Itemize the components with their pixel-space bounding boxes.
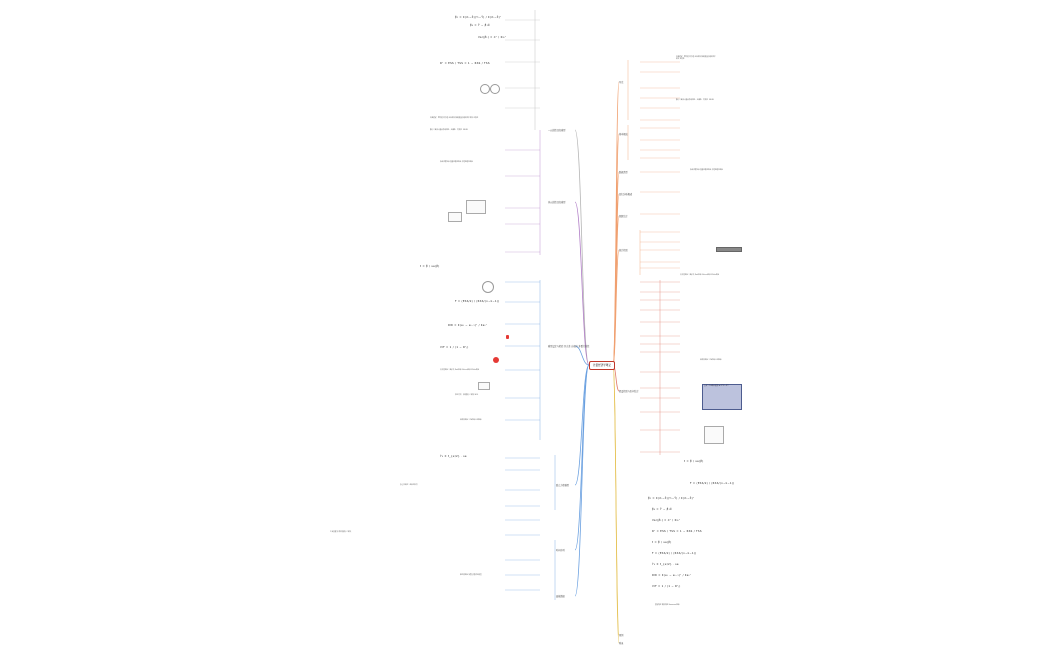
branch-intro[interactable]: 导论	[619, 80, 623, 84]
branch-label-text: 导论	[619, 81, 624, 84]
branch-label-text: 模型设定与检验 异方差 自相关 多重共线性	[548, 345, 590, 348]
formula-line: F = (ESS/k) / (RSS/(n−k−1))	[652, 552, 697, 555]
red-mark	[506, 335, 509, 339]
branch-simple-regression[interactable]: 一元线性回归模型	[548, 128, 566, 132]
formula-line: β̂₀ = Ȳ − β̂₁X̄	[652, 508, 672, 511]
branch-label-text: 时间序列	[556, 549, 565, 552]
formula-line: Ŷ₀ ± t_{α/2} · se	[440, 455, 467, 458]
highlight-text: 重点：OLS估计量 β̂ = (X'X)⁻¹X'Y	[704, 386, 729, 387]
note-block: 固定效应 随机效应 Hausman检验	[655, 605, 680, 606]
branch-concepts[interactable]: 基本概念	[619, 132, 628, 136]
branch-time-series[interactable]: 时间序列	[556, 548, 565, 552]
main-branch-edge	[574, 364, 590, 551]
main-branch-edge	[574, 345, 590, 366]
branch-label-text: 预测	[619, 634, 624, 637]
note-block: 自相关检验：DW检验 LM检验	[700, 360, 722, 361]
branch-estimation[interactable]: 参数估计	[619, 214, 628, 218]
note-block: 最小二乘估计量具有线性性、无偏性、有效性（BLUE）	[430, 130, 470, 131]
formula-line: F = (ESS/k) / (RSS/(n−k−1))	[690, 482, 735, 485]
note-block: 拟合优度检验 变量显著性检验 方程显著性检验	[440, 162, 473, 163]
branch-label-text: 统计检验	[619, 249, 628, 252]
branch-label-text: 参数估计	[619, 215, 628, 218]
branch-label-text: 假设检验与区间估计	[619, 390, 639, 393]
note-block: 最小二乘估计量具有线性性、无偏性、有效性（BLUE）	[676, 100, 716, 101]
note-block: 异方差检验：图示法 Park检验 Gleiser检验 White检验	[680, 275, 720, 276]
circle-sketch	[482, 281, 494, 293]
formula-line: Ŷ₀ ± t_{α/2} · se	[652, 563, 679, 566]
formula-line: VIF = 1 / (1 − R²ⱼ)	[440, 346, 469, 349]
note-block: 拟合优度检验 变量显著性检验 方程显著性检验	[690, 170, 723, 171]
circle-sketch	[480, 84, 490, 94]
formula-line: β̂₁ = Σ(Xᵢ−X̄)(Yᵢ−Ȳ) / Σ(Xᵢ−X̄)²	[455, 16, 502, 19]
diagram-sketch	[704, 426, 724, 444]
formula-line: Var(β̂₁) = σ² / Σxᵢ²	[652, 519, 681, 522]
formula-line: DW = Σ(eₜ − eₜ₋₁)² / Σeₜ²	[448, 324, 488, 327]
branch-label-text: 联立方程模型	[556, 484, 570, 487]
branch-label-text: 数据类型	[619, 171, 628, 174]
branch-regression-overview[interactable]: 回归分析概述	[619, 192, 632, 196]
diagram-sketch	[448, 212, 462, 222]
note-block: 工具变量法 两阶段最小二乘法	[330, 532, 352, 533]
branch-label-text: 附录	[619, 642, 624, 645]
branch-hypothesis[interactable]: 假设检验与区间估计	[619, 389, 639, 393]
note-block: 单位根检验 协整 误差修正模型	[460, 575, 482, 576]
formula-line: R² = ESS / TSS = 1 − RSS / TSS	[440, 62, 490, 65]
main-branch-edge	[574, 129, 590, 366]
formula-line: F = (ESS/k) / (RSS/(n−k−1))	[455, 300, 500, 303]
formula-line: t = β̂ / se(β̂)	[420, 265, 440, 268]
branch-panel[interactable]: 面板数据	[556, 594, 565, 598]
note-block: 修正方法：加权最小二乘法 WLS	[455, 395, 479, 396]
note-block: 古典假定：零均值 同方差 无自相关 解释变量与随机项不相关 正态性	[676, 57, 716, 61]
formula-line: t = β̂ / se(β̂)	[684, 460, 704, 463]
formula-line: DW = Σ(eₜ − eₜ₋₁)² / Σeₜ²	[652, 574, 692, 577]
formula-line: R² = ESS / TSS = 1 − RSS / TSS	[652, 530, 702, 533]
note-block: 古典假定：零均值 同方差 无自相关 解释变量与随机项不相关 正态性	[430, 118, 479, 119]
main-branch-edge	[612, 364, 620, 644]
formula-line: VIF = 1 / (1 − R²ⱼ)	[652, 585, 681, 588]
branch-multiple-regression[interactable]: 多元线性回归模型	[548, 200, 566, 204]
branch-label-text: 多元线性回归模型	[548, 201, 566, 204]
root-label: 计量经济学笔记	[592, 364, 612, 367]
branch-data-types[interactable]: 数据类型	[619, 170, 628, 174]
branch-label-text: 基本概念	[619, 133, 628, 136]
highlight-box: 重点：OLS估计量 β̂ = (X'X)⁻¹X'Y	[702, 384, 742, 410]
note-block: 异方差检验：图示法 Park检验 Gleiser检验 White检验	[440, 370, 480, 371]
branch-label-text: 一元线性回归模型	[548, 129, 566, 132]
formula-line: β̂₀ = Ȳ − β̂₁X̄	[470, 24, 490, 27]
branch-label-text: 面板数据	[556, 595, 565, 598]
highlight-strip	[716, 247, 742, 252]
branch-statistical-tests[interactable]: 统计检验	[619, 248, 628, 252]
diagram-sketch	[478, 382, 490, 390]
main-branch-edge	[574, 364, 590, 597]
branch-forecast[interactable]: 预测	[619, 633, 623, 637]
note-block: 多重共线性：逐步回归法	[400, 485, 418, 486]
branch-appendix[interactable]: 附录	[619, 641, 623, 645]
circle-sketch	[490, 84, 500, 94]
diagram-sketch	[466, 200, 486, 214]
branch-simultaneous[interactable]: 联立方程模型	[556, 483, 569, 487]
red-dot-marker	[493, 357, 499, 363]
formula-line: t = β̂ / se(β̂)	[652, 541, 672, 544]
root-node[interactable]: 计量经济学笔记	[589, 361, 615, 370]
main-branch-edge	[574, 201, 590, 366]
formula-line: Var(β̂₁) = σ² / Σxᵢ²	[478, 36, 507, 39]
branch-label-text: 回归分析概述	[619, 193, 633, 196]
branch-model-testing[interactable]: 模型设定与检验 异方差 自相关 多重共线性	[548, 344, 589, 348]
note-block: 自相关检验：DW检验 LM检验	[460, 420, 482, 421]
formula-line: β̂₁ = Σ(Xᵢ−X̄)(Yᵢ−Ȳ) / Σ(Xᵢ−X̄)²	[648, 497, 695, 500]
